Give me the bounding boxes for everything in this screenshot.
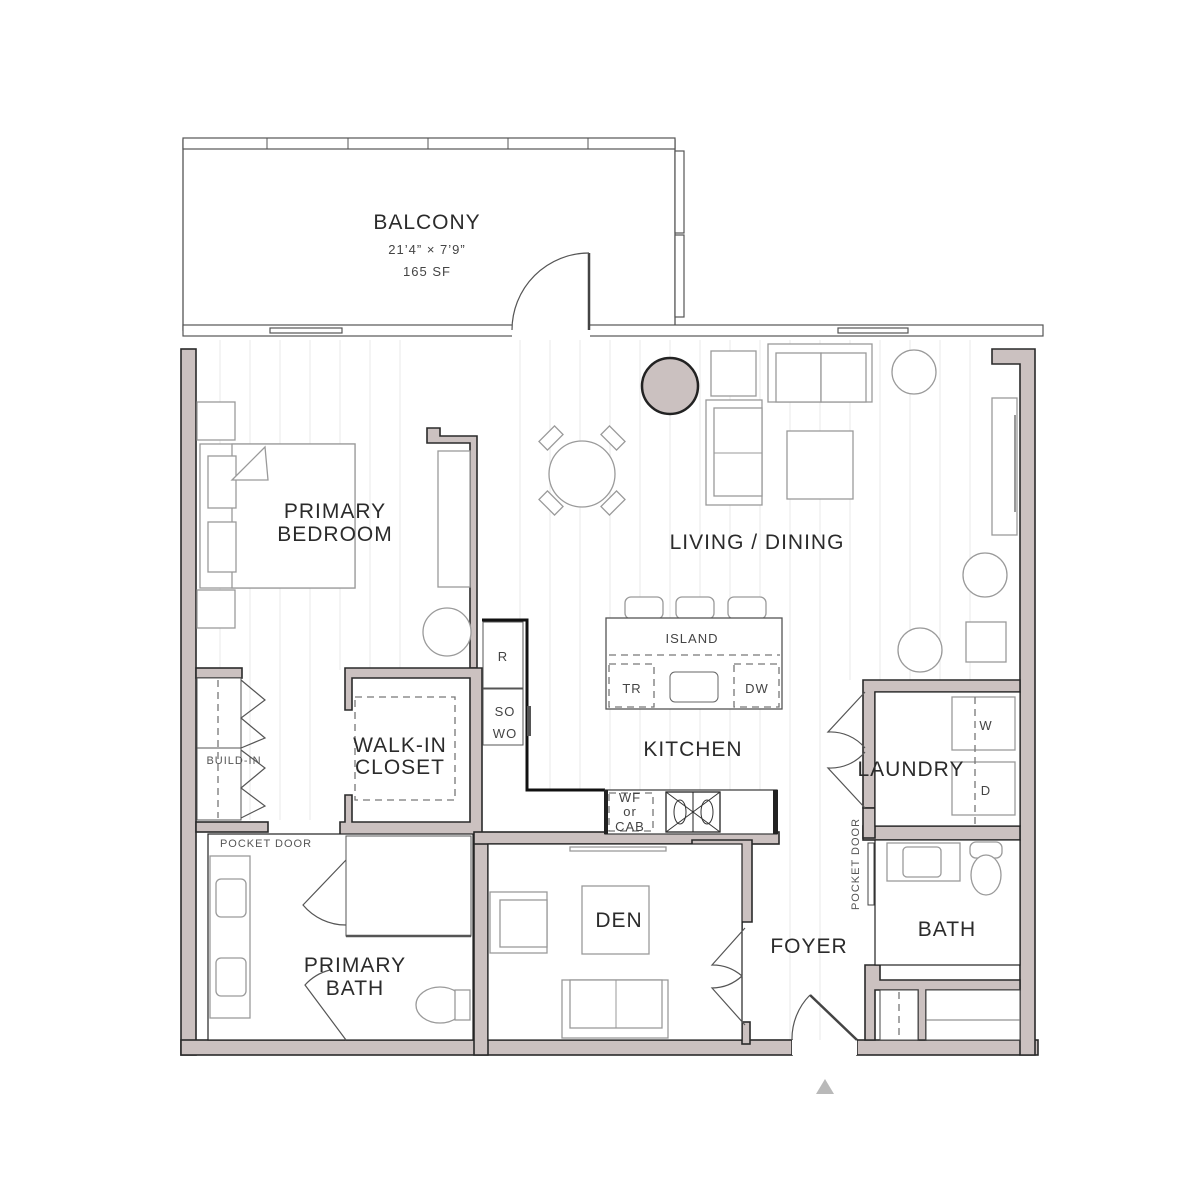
closet-fixtures (196, 677, 456, 821)
laundry-label: LAUNDRY (858, 758, 965, 781)
primary-bath-fixtures (207, 833, 474, 1041)
bedroom-furniture (196, 401, 472, 657)
kitchen-label: KITCHEN (643, 738, 742, 761)
laundry-fixtures (826, 691, 1021, 827)
foyer-label: FOYER (770, 935, 847, 958)
primary-bath-label-1: PRIMARY (304, 954, 406, 977)
balcony-label: BALCONY (373, 211, 480, 234)
refrigerator-label: R (498, 649, 508, 664)
dishwasher-label: DW (745, 681, 769, 696)
island-label: ISLAND (666, 631, 719, 646)
dryer-label: D (981, 783, 991, 798)
fixture-labels: ISLAND TR DW R SO WO WF or CAB W D BUILD… (206, 631, 992, 910)
entry-door[interactable] (791, 994, 858, 1055)
balcony-dimensions: 21’4” × 7’9” (388, 242, 465, 257)
primary-bath-label-2: BATH (326, 977, 384, 1000)
den-label: DEN (595, 909, 642, 932)
living-dining-label: LIVING / DINING (670, 531, 845, 554)
bath-fixtures (867, 839, 1021, 1041)
wine-fridge-label-2: or (623, 804, 637, 819)
room-labels: BALCONY 21’4” × 7’9” 165 SF PRIMARY BEDR… (277, 211, 976, 1000)
pocket-door-primary-bath-label: POCKET DOOR (220, 838, 312, 850)
balcony (182, 137, 1044, 338)
walk-in-closet-label-1: WALK-IN (353, 734, 447, 757)
den-furniture (487, 843, 746, 1041)
balcony-area: 165 SF (403, 264, 451, 279)
pocket-door-bath-label: POCKET DOOR (850, 818, 862, 910)
walk-in-closet-label-2: CLOSET (355, 756, 445, 779)
entry-arrow-icon (816, 1079, 834, 1094)
washer-label: W (979, 718, 992, 733)
living-furniture (538, 343, 1018, 673)
trash-label: TR (622, 681, 641, 696)
primary-bedroom-label-1: PRIMARY (284, 500, 386, 523)
primary-bedroom-label-2: BEDROOM (277, 523, 393, 546)
oven-label-1: SO (495, 704, 516, 719)
wine-fridge-label-3: CAB (615, 819, 645, 834)
wine-fridge-label-1: WF (619, 790, 641, 805)
kitchen-fixtures (482, 596, 783, 835)
oven-label-2: WO (493, 726, 517, 741)
bath-label: BATH (918, 918, 976, 941)
build-in-label: BUILD-IN (206, 755, 261, 767)
